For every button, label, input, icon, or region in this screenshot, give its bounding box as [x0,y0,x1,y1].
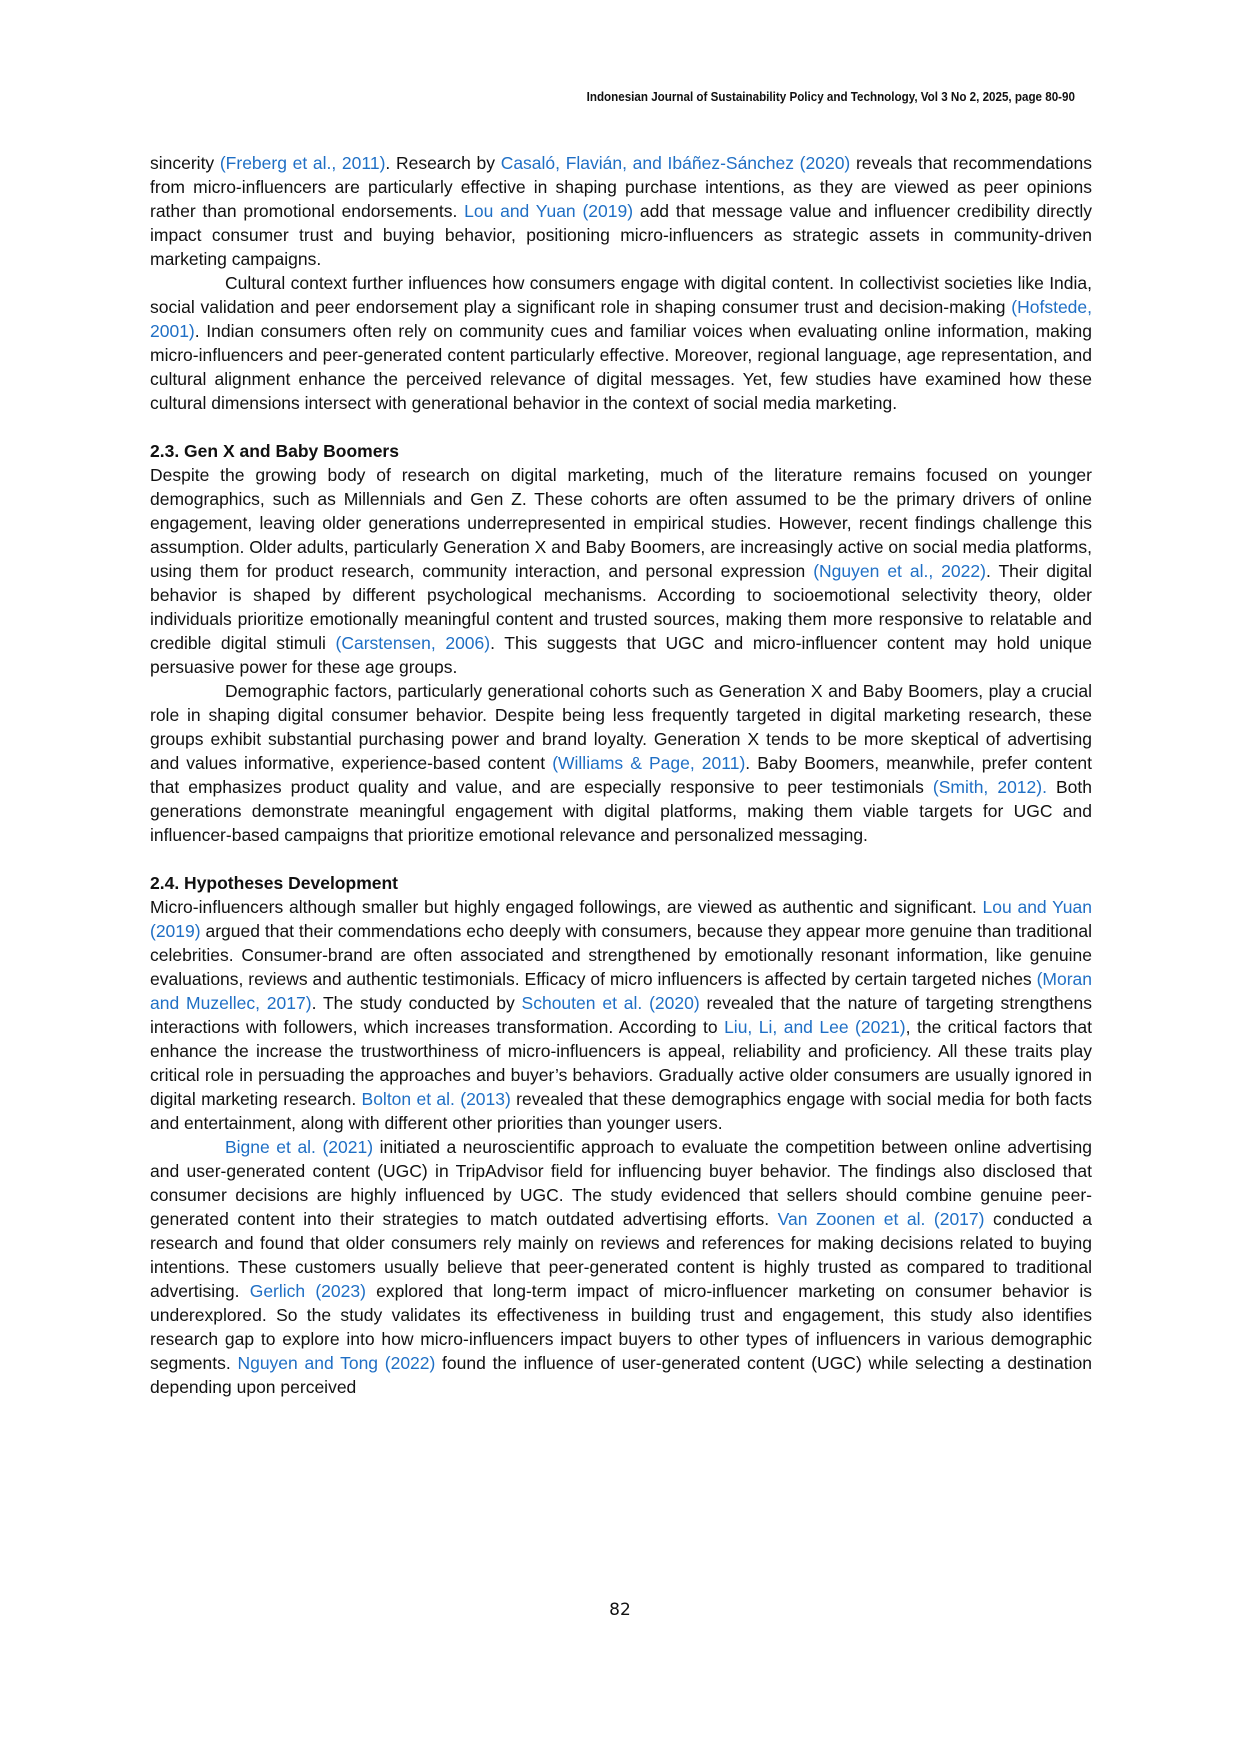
text: . Baby Boomers, meanwhile, prefer conten… [150,753,1092,797]
citation-link[interactable]: (Williams & Page, 2011) [552,753,746,773]
citation-link[interactable]: Bolton et al. (2013) [361,1089,511,1109]
citation-link[interactable]: (Hofstede, 2001) [150,297,1092,341]
paragraph-3: Despite the growing body of research on … [150,463,1092,679]
text: . This suggests that UGC and micro-influ… [150,633,1092,677]
spacer [150,847,1092,871]
article-body: sincerity (Freberg et al., 2011). Resear… [150,151,1092,1399]
section-heading-2-3: 2.3. Gen X and Baby Boomers [150,441,399,461]
paragraph-6: Bigne et al. (2021) initiated a neurosci… [150,1135,1092,1399]
paragraph-2: Cultural context further influences how … [150,271,1092,415]
text: explored that long-term impact of micro-… [150,1281,1092,1373]
running-header: Indonesian Journal of Sustainability Pol… [586,90,1075,104]
citation-link[interactable]: Lou and Yuan (2019) [464,201,634,221]
text: argued that their commendations echo dee… [150,921,1092,989]
paragraph-1: sincerity (Freberg et al., 2011). Resear… [150,151,1092,271]
text: add that message value and influencer cr… [150,201,1092,269]
text: . Research by [385,153,501,173]
citation-link[interactable]: Lou and Yuan (2019) [150,897,1092,941]
text: revealed that the nature of targeting st… [150,993,1092,1037]
text: Micro-influencers although smaller but h… [150,897,983,917]
text: . Indian consumers often rely on communi… [150,321,1092,413]
page-number: 82 [609,1600,631,1620]
citation-link[interactable]: (Freberg et al., 2011) [219,153,386,173]
text: Demographic factors, particularly genera… [150,681,1092,773]
citation-link[interactable]: Gerlich (2023) [249,1281,366,1301]
citation-link[interactable]: Bigne et al. (2021) [225,1137,374,1157]
text: reveals that recommendations from micro-… [150,153,1092,221]
citation-link[interactable]: (Carstensen, 2006) [335,633,491,653]
paragraph-4: Demographic factors, particularly genera… [150,679,1092,847]
text: conducted a research and found that olde… [150,1209,1092,1301]
citation-link[interactable]: Van Zoonen et al. (2017) [777,1209,985,1229]
text: Both generations demonstrate meaningful … [150,777,1093,845]
section-heading-2-4: 2.4. Hypotheses Development [150,873,398,893]
citation-link[interactable]: (Smith, 2012). [932,777,1047,797]
text: Cultural context further influences how … [150,273,1092,317]
text: revealed that these demographics engage … [150,1089,1092,1133]
text: initiated a neuroscientific approach to … [150,1137,1092,1229]
text: found the influence of user-generated co… [150,1353,1092,1397]
spacer [150,415,1092,439]
citation-link[interactable]: (Nguyen et al., 2022) [813,561,986,581]
paragraph-5: Micro-influencers although smaller but h… [150,895,1092,1135]
citation-link[interactable]: Nguyen and Tong (2022) [237,1353,436,1373]
text: . The study conducted by [311,993,522,1013]
citation-link[interactable]: Liu, Li, and Lee (2021) [724,1017,906,1037]
text: Despite the growing body of research on … [150,465,1092,581]
text: sincerity [150,153,220,173]
citation-link[interactable]: Schouten et al. (2020) [521,993,700,1013]
text: . Their digital behavior is shaped by di… [150,561,1092,653]
citation-link[interactable]: (Moran and Muzellec, 2017) [150,969,1092,1013]
citation-link[interactable]: Casaló, Flavián, and Ibáñez-Sánchez (202… [500,153,851,173]
text: , the critical factors that enhance the … [150,1017,1092,1109]
